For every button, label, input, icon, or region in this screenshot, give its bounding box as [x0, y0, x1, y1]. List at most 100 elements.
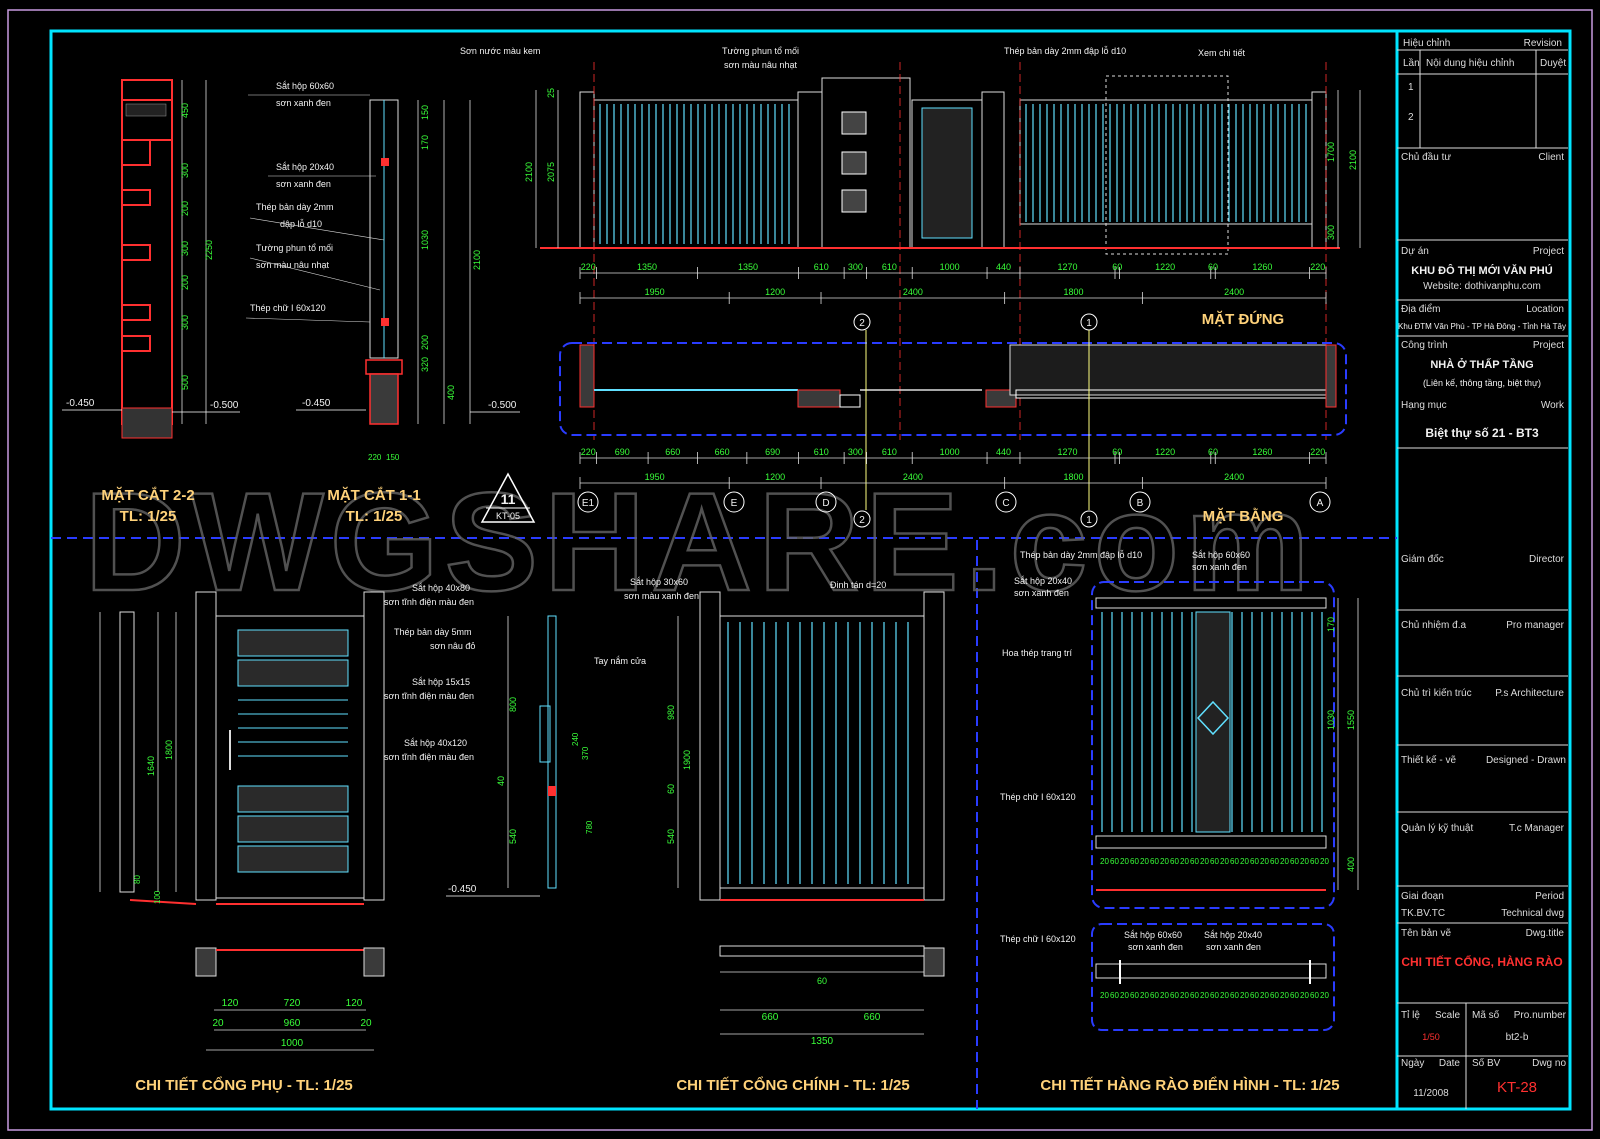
dim-label: 60 — [1250, 857, 1259, 866]
tb-label: Dwg no — [1532, 1058, 1566, 1069]
dim-label: 690 — [765, 447, 780, 457]
dim-label: 660 — [665, 447, 680, 457]
tb-label: Pro manager — [1506, 620, 1564, 631]
tb-label: Revision — [1524, 38, 1562, 49]
dim-label: 20 — [1180, 991, 1189, 1000]
dim-label: 20 — [1220, 857, 1229, 866]
title-block — [1397, 49, 1568, 1109]
note-label: sơn tĩnh điện màu đen — [384, 691, 474, 701]
tb-label: Chủ nhiệm đ.a — [1401, 619, 1466, 631]
tb-label: Scale — [1435, 1010, 1460, 1021]
tb-label: Pro.number — [1514, 1010, 1567, 1021]
dim-label: 1000 — [281, 1038, 304, 1049]
dim-label: 60 — [1290, 857, 1299, 866]
dim-label: 370 — [581, 746, 590, 760]
dim-label: 540 — [508, 829, 518, 844]
dim-label: 20 — [1260, 991, 1269, 1000]
dim-label: 60 — [1270, 991, 1279, 1000]
dim-label: 20 — [1320, 857, 1329, 866]
dim-label: 20 — [1220, 991, 1229, 1000]
dim-label: 300 — [180, 241, 190, 256]
dim-label: 80 — [133, 875, 142, 884]
dim-label: 60 — [1230, 991, 1239, 1000]
tb-label: T.c Manager — [1509, 823, 1565, 834]
dim-label: 20 — [1120, 991, 1129, 1000]
level-label: -0.450 — [302, 398, 331, 409]
dim-label: 1350 — [738, 262, 758, 272]
note-label: Thép bản dày 2mm — [256, 202, 334, 212]
note-label: sơn xanh đen — [1014, 588, 1069, 598]
dim-label: 960 — [284, 1018, 301, 1029]
dim-label: 300 — [848, 262, 863, 272]
inner-frame — [49, 29, 1572, 1111]
note-label: Thép chữ I 60x120 — [1000, 934, 1076, 944]
dim-label: 610 — [882, 262, 897, 272]
fence-detail: Thép bản dày 2mm đập lỗ d10 Sắt hộp 60x6… — [1000, 550, 1359, 1094]
dim-label: 20 — [212, 1018, 224, 1029]
dim-label: 60 — [1110, 857, 1119, 866]
dim-label: 240 — [571, 732, 580, 746]
dim-label: 20 — [1180, 857, 1189, 866]
dim-label: 60 — [1130, 857, 1139, 866]
section-marker-label: 2 — [859, 515, 865, 526]
section-title: MẶT CẮT 2-2 — [101, 486, 194, 504]
note-label: Tường phun tổ mối — [722, 46, 799, 56]
note-label: Thép chữ I 60x120 — [250, 303, 326, 313]
dim-label: 60 — [817, 976, 827, 986]
dim-label: 60 — [1250, 991, 1259, 1000]
tb-label: Giai đoạn — [1401, 891, 1444, 902]
tb-label: P.s Architecture — [1495, 688, 1564, 699]
note-label: sơn màu nâu nhạt — [724, 60, 797, 70]
tb-label: Work — [1541, 400, 1565, 411]
dim-label: 120 — [346, 998, 363, 1009]
axis-label: D — [822, 498, 829, 509]
tb-label: Chủ đầu tư — [1401, 151, 1451, 163]
note-label: sơn tĩnh điện màu đen — [384, 597, 474, 607]
tb-label: Date — [1439, 1058, 1461, 1069]
dim-label: 1260 — [1252, 447, 1272, 457]
dim-label: 20 — [1260, 857, 1269, 866]
dim-label: 60 — [1290, 991, 1299, 1000]
note-label: Sắt hộp 20x40 — [276, 162, 334, 172]
dim-label: 1550 — [1346, 710, 1356, 730]
level-label: -0.450 — [448, 884, 477, 895]
note-label: Sắt hộp 60x60 — [276, 81, 334, 91]
note-label: Tường phun tổ mối — [256, 243, 333, 253]
dim-label: 20 — [1160, 857, 1169, 866]
dim-label: 500 — [180, 375, 190, 390]
axis-bubble — [815, 491, 837, 513]
dim-label: 2075 — [546, 162, 556, 182]
note-label: sơn nâu đỏ — [430, 641, 475, 651]
dim-label: 1000 — [940, 447, 960, 457]
dim-label: 20 — [1300, 991, 1309, 1000]
section-1-1: Sắt hộp 60x60 sơn xanh đen Sắt hộp 20x40… — [245, 81, 520, 525]
dim-label: 60 — [1150, 857, 1159, 866]
dim-label: 220 — [368, 453, 382, 462]
detail-title: CHI TIẾT CỔNG PHỤ - TL: 1/25 — [135, 1076, 353, 1094]
dim-label: 20 — [1140, 991, 1149, 1000]
dim-label: 60 — [666, 784, 676, 794]
dim-label: 20 — [360, 1018, 372, 1029]
dim-label: 20 — [1100, 991, 1109, 1000]
note-label: Thép bản dày 2mm đập lỗ d10 — [1020, 550, 1142, 560]
dim-label: 400 — [1346, 857, 1356, 872]
dim-label: 1220 — [1155, 262, 1175, 272]
tb-label: Project — [1533, 340, 1564, 351]
section-marker-label: 2 — [859, 318, 865, 329]
note-label: Sắt hộp 60x60 — [1192, 550, 1250, 560]
dim-label: 25 — [546, 88, 556, 98]
axis-label: B — [1137, 498, 1144, 509]
dim-label: 20 — [1160, 991, 1169, 1000]
building-name: NHÀ Ở THẤP TẦNG — [1430, 358, 1533, 371]
dim-label: 1200 — [765, 287, 785, 297]
dim-label: 1700 — [1326, 142, 1336, 162]
tb-label: Tên bản vẽ — [1401, 928, 1451, 939]
note-label: sơn màu nâu nhạt — [256, 260, 329, 270]
axis-label: E1 — [582, 498, 595, 509]
axis-bubble — [1309, 491, 1331, 513]
dim-label: 450 — [180, 103, 190, 118]
tb-label: Địa điểm — [1401, 303, 1440, 315]
scale-value: 1/50 — [1422, 1032, 1440, 1042]
work-value: Biệt thự số 21 - BT3 — [1425, 426, 1539, 440]
note-label: sơn tĩnh điện màu đen — [384, 752, 474, 762]
